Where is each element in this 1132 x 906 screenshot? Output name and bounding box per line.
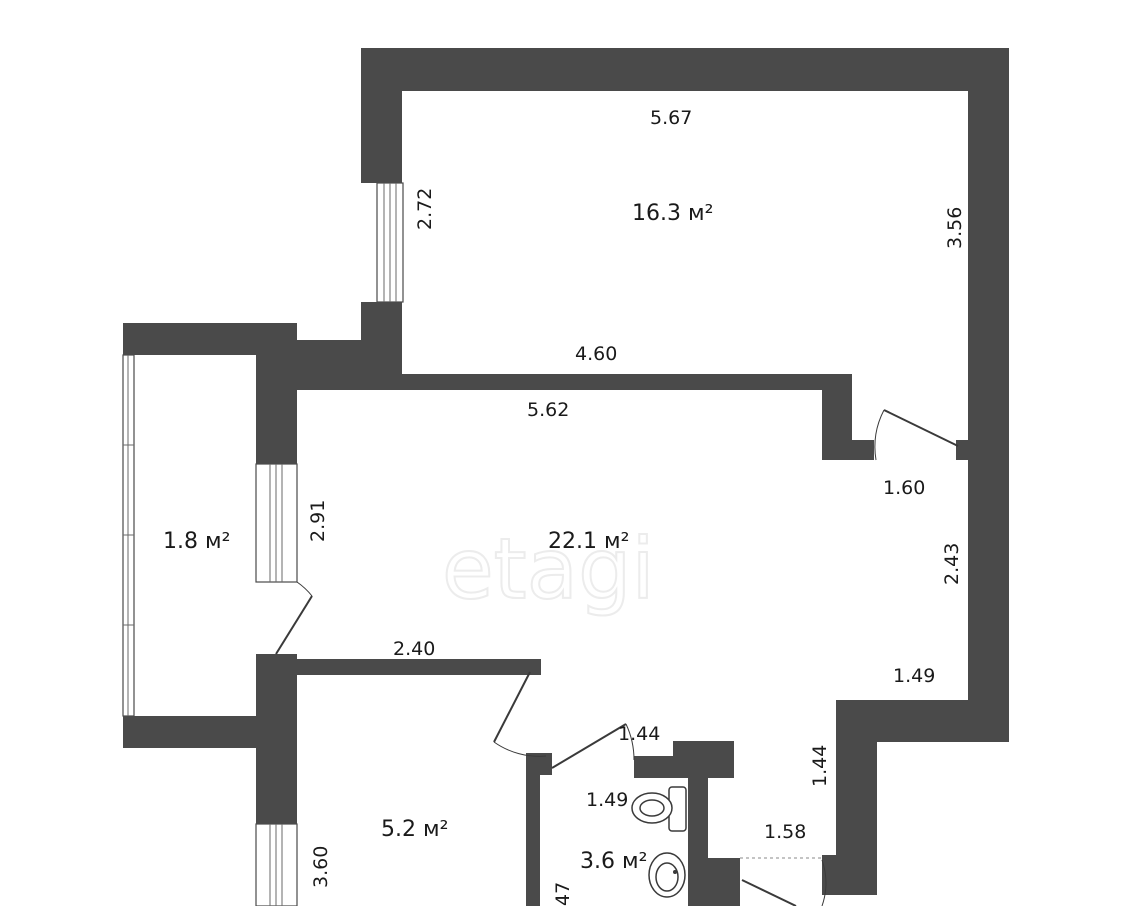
dim-living-right-height: 2.43 xyxy=(941,543,963,585)
wall-balcony-left-top xyxy=(123,323,133,355)
dim-corridor-width: 1.44 xyxy=(618,723,660,745)
window-living xyxy=(255,463,298,583)
wall-partition-stub-foot xyxy=(822,440,874,460)
dim-top-bottom-width: 4.60 xyxy=(575,343,617,365)
watermark-logo: etagi xyxy=(442,520,655,618)
area-bathroom: 3.6 м² xyxy=(580,849,647,874)
wall-partition-top xyxy=(296,374,852,390)
window-bottom-room xyxy=(255,823,298,906)
dim-right-step-width: 1.49 xyxy=(893,665,935,687)
door-bathroom xyxy=(551,723,635,769)
dim-bottom-room-top: 2.40 xyxy=(393,638,435,660)
door-balcony xyxy=(275,581,313,655)
window-top-room xyxy=(376,182,404,303)
toilet-icon xyxy=(631,786,687,832)
door-corridor xyxy=(740,857,827,906)
wall-living-left-upper xyxy=(256,340,297,464)
dim-top-width: 5.67 xyxy=(650,107,692,129)
dim-corridor-height: 1.44 xyxy=(809,745,831,787)
wall-right-living xyxy=(968,440,1009,742)
dim-bottom-room-height: 3.60 xyxy=(310,846,332,888)
dim-balcony-window-height: 2.91 xyxy=(307,500,329,542)
dim-living-top-width: 5.62 xyxy=(527,399,569,421)
dim-bath-height: 47 xyxy=(552,882,574,906)
door-bottom-room xyxy=(493,671,547,757)
dim-bath-width: 1.49 xyxy=(586,789,628,811)
wall-right-upper xyxy=(968,48,1009,443)
area-living: 22.1 м² xyxy=(548,529,629,554)
wall-bath-left-cap xyxy=(526,753,552,775)
wall-bath-right-block xyxy=(688,858,740,906)
door-top-room xyxy=(874,409,959,461)
dim-door-width: 1.60 xyxy=(883,477,925,499)
wall-partition-bottom xyxy=(256,659,541,675)
area-room-bottom: 5.2 м² xyxy=(381,817,448,842)
wall-top xyxy=(361,48,1009,91)
wall-balcony-bottom xyxy=(123,716,297,748)
dim-top-right-height: 3.56 xyxy=(944,207,966,249)
wall-top-left-upper xyxy=(361,48,402,183)
sink-icon xyxy=(648,852,686,898)
window-balcony xyxy=(122,354,135,717)
area-balcony: 1.8 м² xyxy=(163,529,230,554)
dim-top-window-height: 2.72 xyxy=(414,188,436,230)
dim-bath-right-width: 1.58 xyxy=(764,821,806,843)
wall-bath-left xyxy=(526,753,540,906)
wall-right-lower-foot xyxy=(822,855,877,895)
wall-door-jamb-right xyxy=(956,440,970,460)
area-room-top: 16.3 м² xyxy=(632,201,713,226)
